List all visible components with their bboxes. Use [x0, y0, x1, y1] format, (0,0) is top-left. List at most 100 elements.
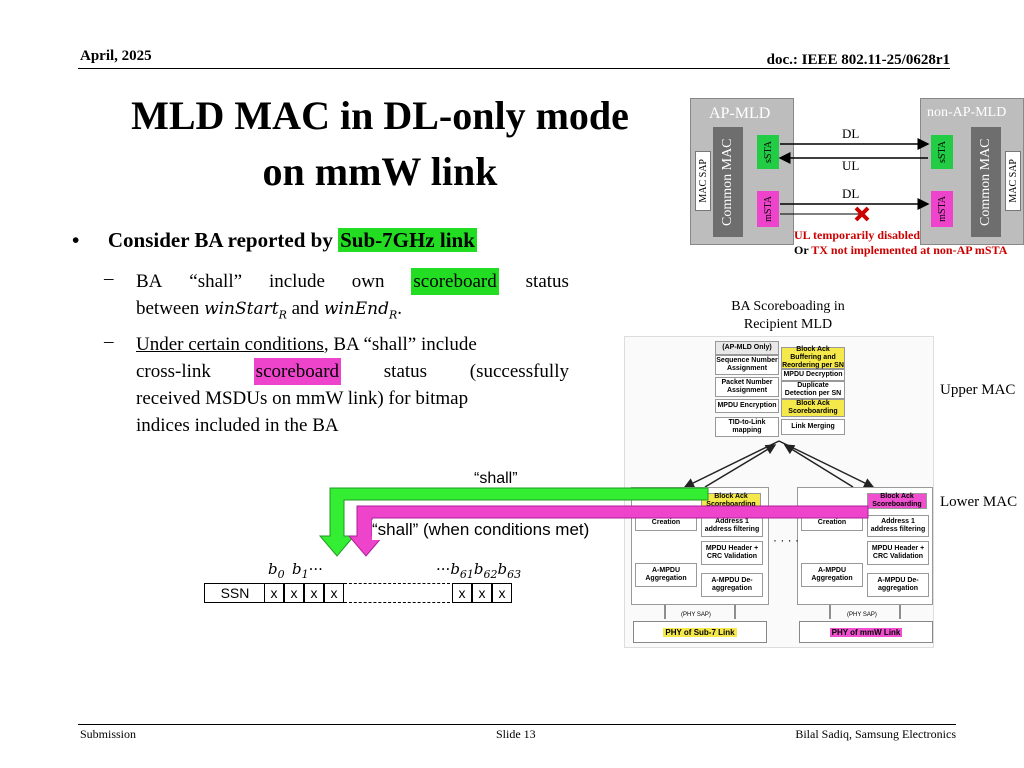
ap-mac-sap: MAC SAP: [695, 151, 711, 211]
bullet-marker: •: [72, 228, 80, 252]
arch-box: Block Ack Scoreboarding: [781, 399, 845, 417]
ul-label: UL: [842, 158, 860, 173]
arch-box: Block Ack Buffering and Reordering per S…: [781, 346, 845, 369]
arch-arrows: [664, 440, 901, 619]
shall-arrow: [318, 487, 709, 557]
sub1-word: “shall”: [189, 271, 243, 292]
sub2-word: cross-link: [136, 361, 211, 382]
bit-cell: x: [304, 583, 324, 603]
arch-box: Duplicate Detection per SN: [781, 381, 845, 399]
arch-box: Block Ack Scoreboarding: [867, 493, 927, 509]
arch-box: Address 1 address filtering: [867, 515, 929, 537]
arch-ellipsis: · · · ·: [773, 533, 799, 547]
shall-conditions-label: “shall” (when conditions met): [372, 520, 590, 540]
math-winend: winEndR: [323, 299, 398, 322]
lower-mac-label: Lower MAC: [940, 494, 1018, 510]
phy-sap-right: (PHY SAP): [847, 612, 877, 618]
ap-mld-box: AP-MLD Common MAC MAC SAP sSTA mSTA: [690, 98, 794, 245]
bit-b1: b1···: [292, 560, 323, 581]
bit-cell: x: [492, 583, 512, 603]
arch-box: A-MPDU De-aggregation: [867, 573, 929, 597]
sub1-word: own: [351, 271, 385, 292]
arch-box: A-MPDU Aggregation: [635, 563, 697, 587]
title-line-1: MLD MAC in DL-only mode: [131, 93, 629, 138]
arch-box: MPDU Encryption: [715, 399, 779, 413]
bit-cell: x: [264, 583, 284, 603]
sub2-line1: Under certain conditions, BA “shall” inc…: [136, 334, 477, 355]
header-rule: [78, 68, 950, 69]
bitmap-gap: [344, 583, 450, 603]
arch-caption: BA Scoreboading in Recipient MLD: [731, 299, 845, 332]
sub2-line4: indices included in the BA: [136, 415, 339, 436]
non-ap-msta: mSTA: [931, 191, 953, 227]
phy-mmw: PHY of mmW Link: [799, 621, 933, 643]
bit-b0: b0: [268, 560, 285, 581]
bit-cell: x: [452, 583, 472, 603]
header-date: April, 2025: [80, 48, 152, 64]
ul-disabled-note: UL temporarily disabled: [794, 228, 921, 242]
sub2-highlight: scoreboard: [253, 358, 342, 385]
non-ap-mld-box: non-AP-MLD Common MAC MAC SAP sSTA mSTA: [920, 98, 1024, 245]
non-ap-ssta: sSTA: [931, 135, 953, 169]
bit-cell: x: [472, 583, 492, 603]
ap-ssta: sSTA: [757, 135, 779, 169]
sub2-word: status: [383, 361, 428, 382]
math-winstart: winStartR: [204, 299, 287, 322]
arch-box: Link Merging: [781, 419, 845, 435]
mld-link-arrows: [778, 138, 930, 222]
non-ap-common-mac: Common MAC: [971, 127, 1001, 237]
footer-rule: [78, 724, 956, 725]
shall-label: “shall”: [474, 470, 518, 487]
ap-msta: mSTA: [757, 191, 779, 227]
sub2-text: Under certain conditions, BA “shall” inc…: [136, 331, 569, 439]
x-mark-icon: [854, 206, 870, 222]
arch-box: Sequence Number Assignment: [715, 355, 779, 375]
title-line-2: on mmW link: [262, 149, 498, 194]
phy-sap-left: (PHY SAP): [681, 612, 711, 618]
tx-note: Or TX not implemented at non-AP mSTA: [794, 243, 1008, 257]
footer-submission: Submission: [80, 727, 137, 741]
arch-box: Packet Number Assignment: [715, 377, 779, 397]
sub1-word: status: [525, 271, 569, 292]
footer-slide-number: Slide 13: [496, 727, 536, 741]
sub2-line3: received MSDUs on mmW link) for bitmap: [136, 388, 469, 409]
sub2-dash: –: [104, 331, 114, 352]
sub1-text: BA “shall” include own scoreboard status…: [136, 268, 569, 328]
arch-diagram: (AP-MLD Only) Block Ack Buffering and Re…: [624, 336, 934, 648]
arch-box: MPDU Decryption: [781, 369, 845, 381]
sub1-and: and: [286, 298, 324, 319]
non-ap-mac-sap: MAC SAP: [1005, 151, 1021, 211]
dl-label-2: DL: [842, 186, 860, 201]
sub2-word: (successfully: [469, 361, 569, 382]
sub1-between: between: [136, 298, 205, 319]
ap-common-mac: Common MAC: [713, 127, 743, 237]
arch-box: A-MPDU Aggregation: [801, 563, 863, 587]
shall-conditions-arrow: [347, 505, 869, 557]
bullet-main: • Consider BA reported by Sub-7GHz link: [72, 228, 477, 253]
arch-box: TID-to-Link mapping: [715, 417, 779, 437]
dl-label-1: DL: [842, 126, 860, 141]
arch-box: MPDU Header + CRC Validation: [867, 541, 929, 565]
sub1-word: include: [268, 271, 325, 292]
arch-box: (AP-MLD Only): [715, 341, 779, 355]
arch-box: A-MPDU De-aggregation: [701, 573, 763, 597]
sub1-dash: –: [104, 268, 114, 289]
bit-cell: x: [284, 583, 304, 603]
bit-cell: x: [324, 583, 344, 603]
ap-mld-label: AP-MLD: [709, 105, 771, 122]
slide-title: MLD MAC in DL-only mode on mmW link: [80, 88, 680, 200]
arch-box: MPDU Header + CRC Validation: [701, 541, 763, 565]
sub1-word: BA: [136, 271, 163, 292]
upper-mac-label: Upper MAC: [940, 382, 1016, 398]
sub2-underlined: Under certain conditions: [136, 334, 324, 355]
mld-figure: AP-MLD Common MAC MAC SAP sSTA mSTA non-…: [690, 98, 1024, 260]
sub1-highlight: scoreboard: [411, 268, 499, 295]
phy-sub7: PHY of Sub-7 Link: [633, 621, 767, 643]
header-doc-id: doc.: IEEE 802.11-25/0628r1: [766, 52, 950, 68]
bit-b61-b63: ···b61b62b63: [436, 560, 522, 581]
ssn-field: SSN: [204, 583, 266, 603]
non-ap-mld-label: non-AP-MLD: [927, 105, 1007, 120]
footer-author: Bilal Sadiq, Samsung Electronics: [795, 727, 956, 741]
bullet-highlight: Sub-7GHz link: [338, 228, 477, 252]
